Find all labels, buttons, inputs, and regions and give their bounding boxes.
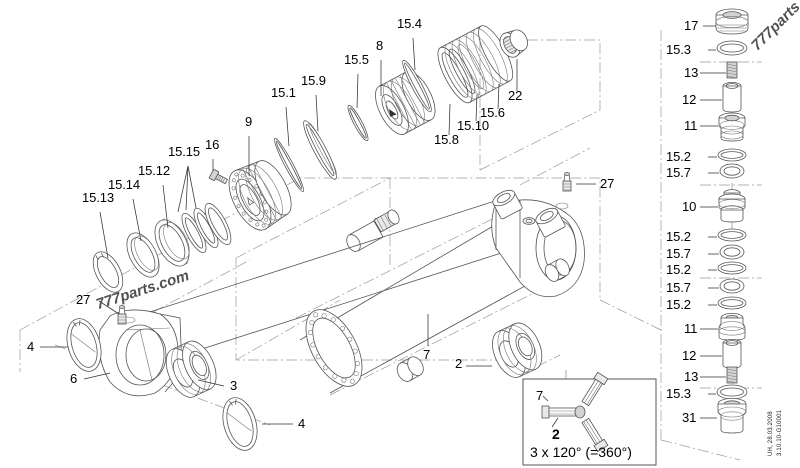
drawing-stamp-date: UH, 28.03.2008 (768, 411, 774, 456)
callout-15-12: 15.12 (138, 163, 171, 178)
callout-27-left: 27 (76, 292, 91, 307)
right-label-15-2d: 15.2 (666, 297, 691, 312)
right-label-17: 17 (684, 18, 699, 33)
callout-15-15: 15.15 (168, 144, 201, 159)
part-seal-stack-right (437, 25, 514, 104)
part-2-bearing-right (492, 322, 543, 378)
callout-7: 7 (423, 347, 431, 362)
callout-15-8: 15.8 (434, 132, 459, 147)
right-column-parts (700, 8, 762, 434)
part-15-12-ring (154, 218, 190, 267)
part-4-snap-ring-lower (222, 397, 258, 451)
callout-15-5: 15.5 (344, 52, 369, 67)
right-label-13a: 13 (684, 65, 699, 80)
part-15-9-ring (303, 120, 337, 180)
right-label-13b: 13 (684, 369, 699, 384)
leader-lines (40, 25, 726, 425)
right-label-11b: 11 (684, 321, 698, 336)
part-piston-rod (346, 209, 400, 252)
right-label-15-2b: 15.2 (666, 229, 691, 244)
callout-16: 16 (205, 137, 220, 152)
part-cylinder-head-right (491, 189, 585, 298)
right-label-15-2c: 15.2 (666, 262, 691, 277)
right-label-12b: 12 (682, 348, 697, 363)
right-label-15-2a: 15.2 (666, 149, 691, 164)
part-7-cylinder-barrel (126, 199, 546, 394)
part-3-bearing (165, 340, 217, 398)
part-15-15-rings (181, 202, 232, 254)
callout-3: 3 (230, 378, 238, 393)
part-15-13-ring (92, 251, 124, 293)
part-16-bolt (208, 169, 229, 185)
right-label-15-7c: 15.7 (666, 280, 691, 295)
part-22-nut (499, 29, 528, 58)
callout-15-4: 15.4 (397, 16, 422, 31)
inset-callout-2: 2 (552, 426, 560, 442)
part-4-snap-ring-upper (66, 318, 102, 372)
callout-27-right: 27 (600, 176, 615, 191)
right-label-15-7b: 15.7 (666, 246, 691, 261)
callout-9: 9 (245, 114, 253, 129)
part-27-grease-nipple-right (562, 172, 572, 192)
callout-15-13: 15.13 (82, 190, 115, 205)
right-label-15-3a: 15.3 (666, 42, 691, 57)
callout-15-10: 15.10 (457, 118, 490, 133)
right-label-12a: 12 (682, 92, 697, 107)
inset-box (522, 370, 657, 466)
callout-15-1: 15.1 (271, 85, 296, 100)
part-8-piston (375, 71, 436, 135)
callout-2: 2 (455, 356, 463, 371)
part-15-14-ring (126, 232, 160, 278)
callout-6: 6 (70, 371, 78, 386)
part-9-gland (228, 160, 292, 231)
inset-caption: 3 x 120° (=360°) (530, 444, 632, 460)
part-27-grease-nipple-left (117, 305, 127, 325)
part-15-5-ring (347, 104, 369, 142)
callout-4-lower: 4 (298, 416, 306, 431)
callout-15-6: 15.6 (480, 105, 505, 120)
callout-8: 8 (376, 38, 384, 53)
drawing-stamp-code: 3.10.10-G10001 (777, 409, 783, 456)
inset-callout-7: 7 (536, 388, 544, 403)
right-label-15-7a: 15.7 (666, 165, 691, 180)
callout-15-9: 15.9 (301, 73, 326, 88)
callout-15-14: 15.14 (108, 177, 141, 192)
part-15-1-ring (274, 138, 304, 192)
right-label-10: 10 (682, 199, 697, 214)
right-label-15-3b: 15.3 (666, 386, 691, 401)
part-15-4-ring (402, 59, 432, 113)
right-label-11a: 11 (684, 118, 698, 133)
callout-4-upper: 4 (27, 339, 35, 354)
callout-22: 22 (508, 88, 523, 103)
right-label-31: 31 (682, 410, 697, 425)
